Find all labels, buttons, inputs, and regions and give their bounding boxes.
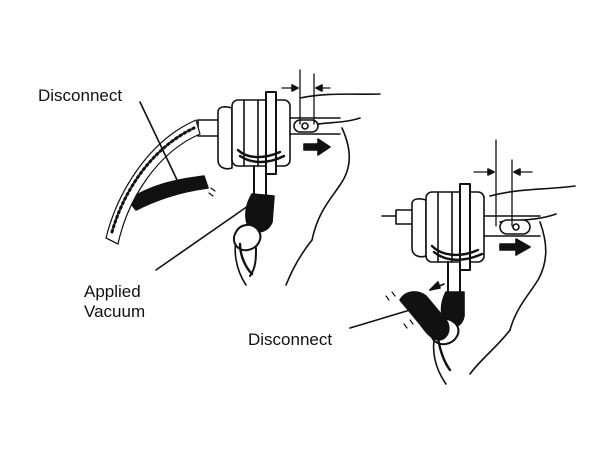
- left-travel-arrow: [303, 138, 331, 156]
- label-disconnect-bottom: Disconnect: [248, 330, 333, 349]
- label-vacuum: Vacuum: [84, 302, 146, 321]
- label-applied: Applied: [84, 282, 141, 301]
- disconnected-hose-left: [105, 119, 216, 245]
- leader-disconnect-bottom: [349, 309, 411, 329]
- leader-disconnect-top: [139, 101, 179, 183]
- label-disconnect-top: Disconnect: [38, 86, 123, 105]
- leader-applied-vacuum: [155, 205, 249, 271]
- disconnected-hose-right: [385, 281, 450, 341]
- left-vacuum-port: [232, 165, 275, 277]
- left-actuator: [197, 69, 341, 175]
- right-actuator: [381, 139, 541, 271]
- right-travel-arrow: [499, 238, 531, 256]
